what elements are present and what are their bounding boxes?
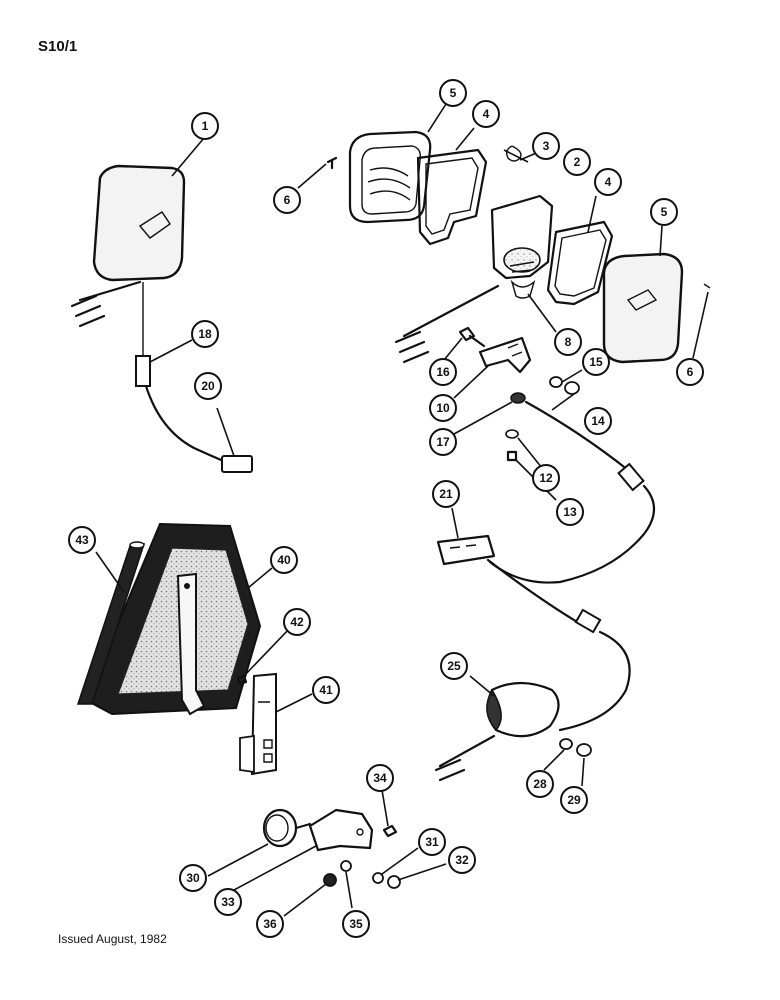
plug-connector	[221, 455, 253, 473]
callout-14: 14	[584, 407, 612, 435]
junction-and-marker-lamp	[434, 534, 631, 782]
callout-4-right: 4	[594, 168, 622, 196]
callout-16: 16	[429, 358, 457, 386]
callout-43: 43	[68, 526, 96, 554]
callout-6-right: 6	[676, 358, 704, 386]
svg-text:3: 3	[543, 139, 550, 153]
callout-28: 28	[526, 770, 554, 798]
leader-lines	[95, 103, 709, 917]
callout-17: 17	[429, 428, 457, 456]
callout-10: 10	[429, 394, 457, 422]
callout-5-top: 5	[439, 79, 467, 107]
svg-text:32: 32	[455, 853, 469, 867]
svg-text:40: 40	[277, 553, 291, 567]
work-lamp-assembly	[70, 164, 253, 473]
svg-text:36: 36	[263, 917, 277, 931]
svg-text:41: 41	[319, 683, 333, 697]
svg-text:16: 16	[436, 365, 450, 379]
page-code: S10/1	[38, 38, 78, 55]
callout-1: 1	[191, 112, 219, 140]
callout-6-left: 6	[273, 186, 301, 214]
callout-31: 31	[418, 828, 446, 856]
callout-32: 32	[448, 846, 476, 874]
svg-text:6: 6	[284, 193, 291, 207]
svg-text:28: 28	[533, 777, 547, 791]
callout-5-right: 5	[650, 198, 678, 226]
svg-text:35: 35	[349, 917, 363, 931]
svg-text:21: 21	[439, 487, 453, 501]
svg-text:5: 5	[450, 86, 457, 100]
svg-text:4: 4	[483, 107, 490, 121]
svg-text:6: 6	[687, 365, 694, 379]
callout-20: 20	[194, 372, 222, 400]
callout-13: 13	[556, 498, 584, 526]
callout-42: 42	[283, 608, 311, 636]
svg-text:15: 15	[589, 355, 603, 369]
svg-text:12: 12	[539, 471, 553, 485]
svg-text:10: 10	[436, 401, 450, 415]
callout-21: 21	[432, 480, 460, 508]
issue-date: Issued August, 1982	[58, 932, 167, 946]
callout-12: 12	[532, 464, 560, 492]
svg-text:33: 33	[221, 895, 235, 909]
callout-30: 30	[179, 864, 207, 892]
svg-text:20: 20	[201, 379, 215, 393]
svg-text:30: 30	[186, 871, 200, 885]
svg-text:4: 4	[605, 175, 612, 189]
callout-25: 25	[440, 652, 468, 680]
callout-40: 40	[270, 546, 298, 574]
svg-text:43: 43	[75, 533, 89, 547]
callout-15: 15	[582, 348, 610, 376]
svg-text:1: 1	[202, 119, 209, 133]
callout-29: 29	[560, 786, 588, 814]
svg-text:5: 5	[661, 205, 668, 219]
svg-text:14: 14	[591, 414, 605, 428]
svg-text:42: 42	[290, 615, 304, 629]
svg-text:31: 31	[425, 835, 439, 849]
svg-text:29: 29	[567, 793, 581, 807]
callout-41: 41	[312, 676, 340, 704]
callout-36: 36	[256, 910, 284, 938]
reflector-bracket-assembly	[262, 808, 401, 889]
svg-text:18: 18	[198, 327, 212, 341]
svg-text:17: 17	[436, 435, 450, 449]
svg-text:8: 8	[565, 335, 572, 349]
callout-4-top: 4	[472, 100, 500, 128]
exploded-lamp-assembly	[326, 130, 711, 584]
callout-33: 33	[214, 888, 242, 916]
callout-18: 18	[191, 320, 219, 348]
callout-3: 3	[532, 132, 560, 160]
svg-text:34: 34	[373, 771, 387, 785]
callout-8: 8	[554, 328, 582, 356]
svg-text:2: 2	[574, 155, 581, 169]
callout-34: 34	[366, 764, 394, 792]
connector-sleeve	[135, 355, 151, 387]
callout-35: 35	[342, 910, 370, 938]
svg-text:13: 13	[563, 505, 577, 519]
svg-text:25: 25	[447, 659, 461, 673]
callout-2: 2	[563, 148, 591, 176]
smv-emblem	[76, 522, 277, 776]
